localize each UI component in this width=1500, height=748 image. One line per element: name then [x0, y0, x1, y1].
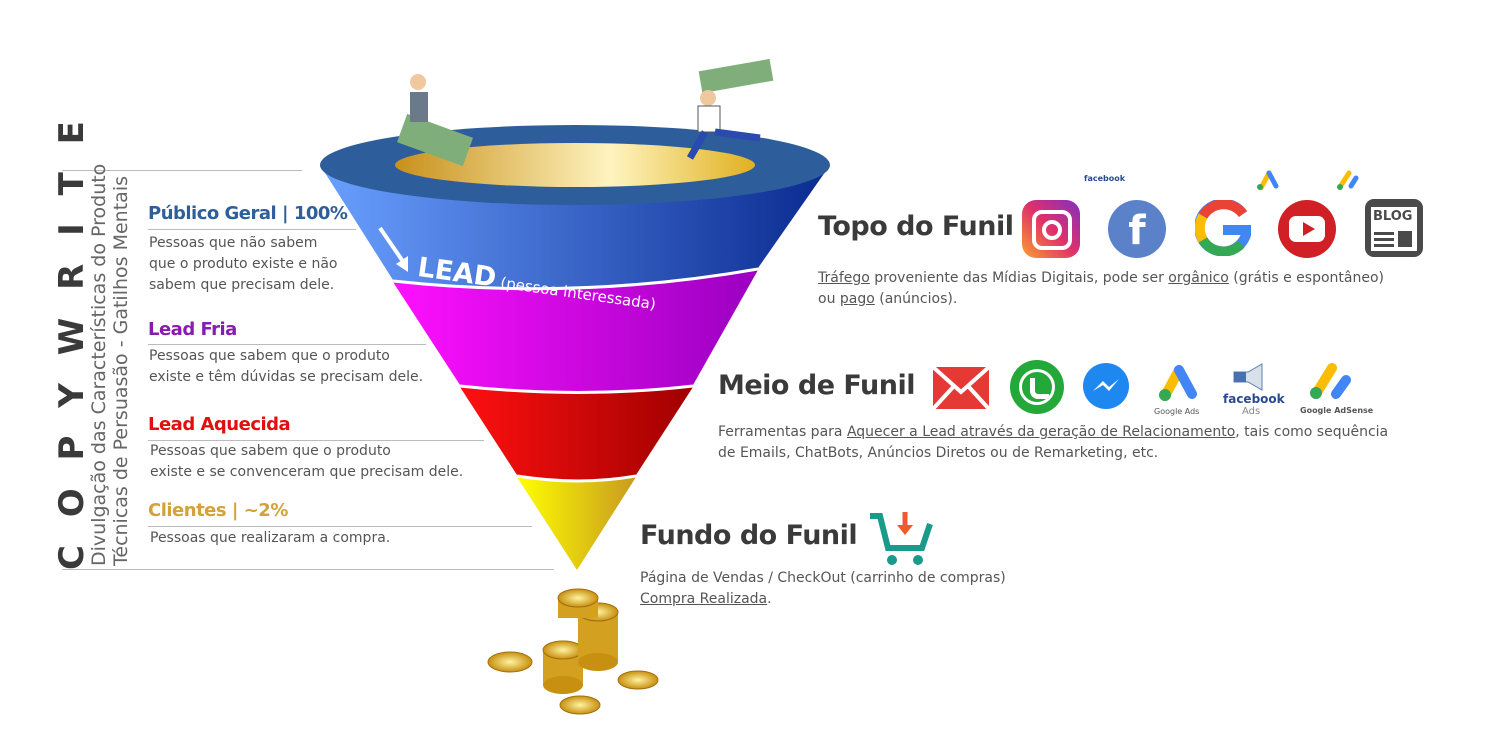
desc-segment: de Emails, ChatBots, Anúncios Diretos ou… [718, 445, 1159, 461]
blog-label: BLOG [1373, 209, 1413, 224]
arrow-icon [378, 226, 404, 262]
desc-line: de Emails, ChatBots, Anúncios Diretos ou… [718, 443, 1388, 464]
divider [62, 170, 302, 171]
desc-segment: orgânico [1168, 270, 1229, 286]
google-icon [1194, 198, 1253, 257]
desc-segment: (grátis e espontâneo) [1228, 270, 1384, 286]
google-ads-label: Google Ads [1154, 407, 1200, 416]
facebook-ads-sub-label: Ads [1242, 406, 1261, 417]
desc-segment: pago [839, 291, 875, 307]
desc-line: Pessoas que realizaram a compra. [150, 530, 391, 546]
desc-segment: Página de Vendas / CheckOut (carrinho de… [640, 570, 1006, 586]
facebook-ads-megaphone-icon [1232, 362, 1268, 392]
desc-line: Página de Vendas / CheckOut (carrinho de… [640, 568, 1006, 589]
divider [62, 569, 554, 570]
stage-title-lead-fria: Lead Fria [148, 319, 237, 340]
adsense-icon [1306, 360, 1354, 402]
shopping-cart-icon [868, 510, 934, 566]
stage-title-lead-aquecida: Lead Aquecida [148, 414, 291, 435]
desc-line: Pessoas que sabem que o produto [149, 348, 390, 364]
google-ads-icon [1155, 362, 1201, 406]
businessman-on-money-illustration [396, 74, 474, 167]
funnel-band-lead-aquecida [460, 387, 693, 480]
desc-line: Pessoas que sabem que o produto [150, 443, 391, 459]
stage-desc-lead-aquecida: Pessoas que sabem que o produto existe e… [150, 441, 463, 483]
desc-line: Tráfego proveniente das Mídias Digitais,… [818, 268, 1384, 289]
desc-segment: Aquecer a Lead através da geração de Rel… [846, 424, 1236, 440]
funnel-band-clientes [517, 477, 636, 570]
desc-segment: . [767, 591, 772, 607]
messenger-icon [1083, 363, 1129, 409]
desc-line: sabem que precisam dele. [149, 277, 335, 293]
youtube-icon [1278, 200, 1336, 258]
topo-desc: Tráfego proveniente das Mídias Digitais,… [818, 268, 1384, 310]
desc-segment: ou [818, 291, 840, 307]
divider [148, 440, 484, 441]
instagram-icon [1022, 200, 1080, 258]
facebook-ads-label: facebook [1223, 392, 1285, 406]
desc-segment: (anúncios). [874, 291, 958, 307]
desc-line: existe e se convenceram que precisam del… [150, 464, 464, 480]
adsense-label: Google AdSense [1300, 406, 1374, 415]
whatsapp-icon [1010, 360, 1064, 414]
funnel-opening [395, 143, 755, 187]
desc-line: ou pago (anúncios). [818, 289, 1384, 310]
stage-desc-clientes: Pessoas que realizaram a compra. [150, 528, 390, 549]
fb-ads-mini-label: facebook [1084, 174, 1126, 183]
funnel-band-lead-fria [393, 270, 758, 392]
stage-desc-lead-fria: Pessoas que sabem que o produto existe e… [149, 346, 423, 388]
desc-segment: , tais como sequência [1235, 424, 1389, 440]
coins-icon [487, 588, 659, 715]
topo-title: Topo do Funil [818, 211, 1014, 242]
desc-segment: Tráfego [818, 270, 870, 286]
desc-line: que o produto existe e não [149, 256, 338, 272]
facebook-icon: f [1108, 200, 1166, 258]
desc-line: Compra Realizada. [640, 589, 1006, 610]
email-icon [931, 365, 991, 411]
divider [148, 526, 532, 527]
desc-segment: proveniente das Mídias Digitais, pode se… [869, 270, 1169, 286]
desc-segment: Compra Realizada [640, 591, 768, 607]
desc-line: Ferramentas para Aquecer a Lead através … [718, 422, 1388, 443]
adsense-mini-icon [1336, 170, 1360, 190]
businessman-running-illustration [686, 58, 774, 160]
divider [148, 344, 426, 345]
fundo-title: Fundo do Funil [640, 520, 858, 551]
desc-line: existe e têm dúvidas se precisam dele. [149, 369, 424, 385]
desc-line: Pessoas que não sabem [149, 235, 318, 251]
stage-title-publico: Público Geral | 100% [148, 203, 348, 224]
desc-segment: Ferramentas para [718, 424, 847, 440]
stage-title-clientes: Clientes | ~2% [148, 500, 288, 521]
fundo-desc: Página de Vendas / CheckOut (carrinho de… [640, 568, 1006, 610]
divider [148, 229, 356, 230]
meio-title: Meio de Funil [718, 370, 915, 401]
meio-desc: Ferramentas para Aquecer a Lead através … [718, 422, 1388, 464]
google-ads-mini-icon [1255, 170, 1279, 191]
blog-icon: BLOG [1365, 199, 1423, 257]
stage-desc-publico: Pessoas que não sabem que o produto exis… [149, 233, 337, 296]
